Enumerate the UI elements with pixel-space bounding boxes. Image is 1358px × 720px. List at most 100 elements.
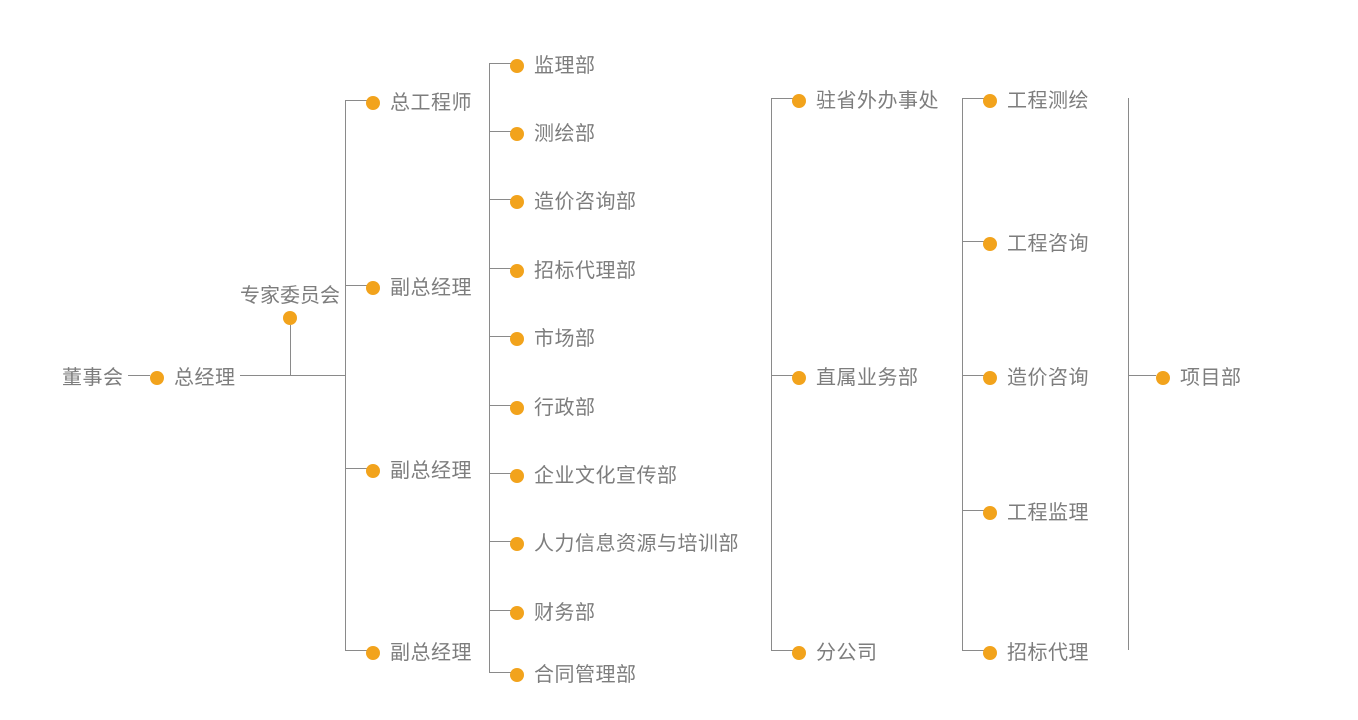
connector-gm-to-trunk <box>240 375 346 376</box>
connector-dept-9 <box>489 672 511 673</box>
node-branch-2[interactable]: 分公司 <box>792 643 878 663</box>
bullet-dot-icon <box>510 264 524 278</box>
bullet-dot-icon <box>510 668 524 682</box>
connector-exec-1 <box>345 285 367 286</box>
connector-board-to-gm <box>128 375 150 376</box>
bullet-dot-icon <box>983 237 997 251</box>
connector-committee-to-trunk <box>290 325 291 376</box>
node-business-3[interactable]: 工程监理 <box>983 503 1089 523</box>
connector-business-4 <box>962 650 984 651</box>
connector-exec-2 <box>345 468 367 469</box>
connector-business-2 <box>962 375 984 376</box>
bullet-dot-icon <box>510 606 524 620</box>
bullet-dot-icon <box>983 506 997 520</box>
node-business-3-label: 工程监理 <box>1007 502 1089 524</box>
bullet-dot-icon <box>792 94 806 108</box>
trunk-projects <box>1128 98 1129 650</box>
node-business-2-label: 造价咨询 <box>1007 367 1089 389</box>
connector-branch-2 <box>771 650 793 651</box>
connector-business-0 <box>962 98 984 99</box>
connector-business-1 <box>962 241 984 242</box>
node-project-0[interactable]: 项目部 <box>1156 368 1242 388</box>
trunk-business <box>962 98 963 650</box>
node-general-manager-label: 总经理 <box>174 367 236 389</box>
node-branch-1[interactable]: 直属业务部 <box>792 368 919 388</box>
node-dept-6-label: 企业文化宣传部 <box>534 465 678 487</box>
node-business-0-label: 工程测绘 <box>1007 90 1089 112</box>
node-dept-4[interactable]: 市场部 <box>510 329 596 349</box>
bullet-dot-icon <box>366 96 380 110</box>
node-exec-2[interactable]: 副总经理 <box>366 461 472 481</box>
connector-dept-5 <box>489 405 511 406</box>
connector-dept-8 <box>489 610 511 611</box>
bullet-dot-icon <box>510 469 524 483</box>
connector-project-0 <box>1128 375 1156 376</box>
bullet-dot-icon <box>792 646 806 660</box>
node-dept-2-label: 造价咨询部 <box>534 191 637 213</box>
node-dept-7-label: 人力信息资源与培训部 <box>534 533 739 555</box>
connector-exec-0 <box>345 100 367 101</box>
connector-dept-0 <box>489 63 511 64</box>
node-dept-3-label: 招标代理部 <box>534 260 637 282</box>
trunk-branches <box>771 98 772 650</box>
bullet-dot-icon <box>983 646 997 660</box>
connector-dept-2 <box>489 199 511 200</box>
node-dept-0[interactable]: 监理部 <box>510 56 596 76</box>
bullet-dot-icon <box>150 371 164 385</box>
connector-exec-3 <box>345 650 367 651</box>
bullet-dot-icon <box>510 127 524 141</box>
node-exec-1-label: 副总经理 <box>390 277 472 299</box>
node-exec-3-label: 副总经理 <box>390 642 472 664</box>
bullet-dot-icon <box>366 646 380 660</box>
bullet-dot-icon <box>510 59 524 73</box>
bullet-dot-icon <box>510 537 524 551</box>
node-board-label: 董事会 <box>62 367 124 389</box>
node-dept-5[interactable]: 行政部 <box>510 398 596 418</box>
node-project-0-label: 项目部 <box>1180 367 1242 389</box>
node-general-manager[interactable]: 总经理 <box>150 368 236 388</box>
node-exec-0[interactable]: 总工程师 <box>366 93 472 113</box>
connector-dept-1 <box>489 131 511 132</box>
node-business-1-label: 工程咨询 <box>1007 233 1089 255</box>
node-dept-9[interactable]: 合同管理部 <box>510 665 637 685</box>
bullet-dot-icon <box>510 401 524 415</box>
node-business-1[interactable]: 工程咨询 <box>983 234 1089 254</box>
trunk-departments <box>489 63 490 672</box>
node-branch-0-label: 驻省外办事处 <box>816 90 939 112</box>
node-business-2[interactable]: 造价咨询 <box>983 368 1089 388</box>
node-expert-committee-dot-icon[interactable] <box>283 311 297 325</box>
bullet-dot-icon <box>366 281 380 295</box>
node-business-0[interactable]: 工程测绘 <box>983 91 1089 111</box>
node-dept-8[interactable]: 财务部 <box>510 603 596 623</box>
node-exec-3[interactable]: 副总经理 <box>366 643 472 663</box>
node-dept-6[interactable]: 企业文化宣传部 <box>510 466 678 486</box>
node-branch-2-label: 分公司 <box>816 642 878 664</box>
connector-dept-4 <box>489 336 511 337</box>
node-business-4[interactable]: 招标代理 <box>983 643 1089 663</box>
connector-dept-6 <box>489 473 511 474</box>
node-expert-committee-label: 专家委员会 <box>240 285 340 307</box>
node-dept-1-label: 测绘部 <box>534 123 596 145</box>
node-branch-1-label: 直属业务部 <box>816 367 919 389</box>
node-dept-1[interactable]: 测绘部 <box>510 124 596 144</box>
node-dept-7[interactable]: 人力信息资源与培训部 <box>510 534 739 554</box>
node-dept-3[interactable]: 招标代理部 <box>510 261 637 281</box>
node-dept-5-label: 行政部 <box>534 397 596 419</box>
bullet-dot-icon <box>1156 371 1170 385</box>
node-exec-2-label: 副总经理 <box>390 460 472 482</box>
node-dept-9-label: 合同管理部 <box>534 664 637 686</box>
bullet-dot-icon <box>366 464 380 478</box>
connector-branch-1 <box>771 375 793 376</box>
node-exec-0-label: 总工程师 <box>390 92 472 114</box>
node-dept-0-label: 监理部 <box>534 55 596 77</box>
connector-business-3 <box>962 510 984 511</box>
bullet-dot-icon <box>510 332 524 346</box>
node-exec-1[interactable]: 副总经理 <box>366 278 472 298</box>
node-dept-4-label: 市场部 <box>534 328 596 350</box>
bullet-dot-icon <box>792 371 806 385</box>
bullet-dot-icon <box>983 94 997 108</box>
node-board[interactable]: 董事会 <box>62 368 134 388</box>
node-branch-0[interactable]: 驻省外办事处 <box>792 91 939 111</box>
node-dept-2[interactable]: 造价咨询部 <box>510 192 637 212</box>
bullet-dot-icon <box>983 371 997 385</box>
